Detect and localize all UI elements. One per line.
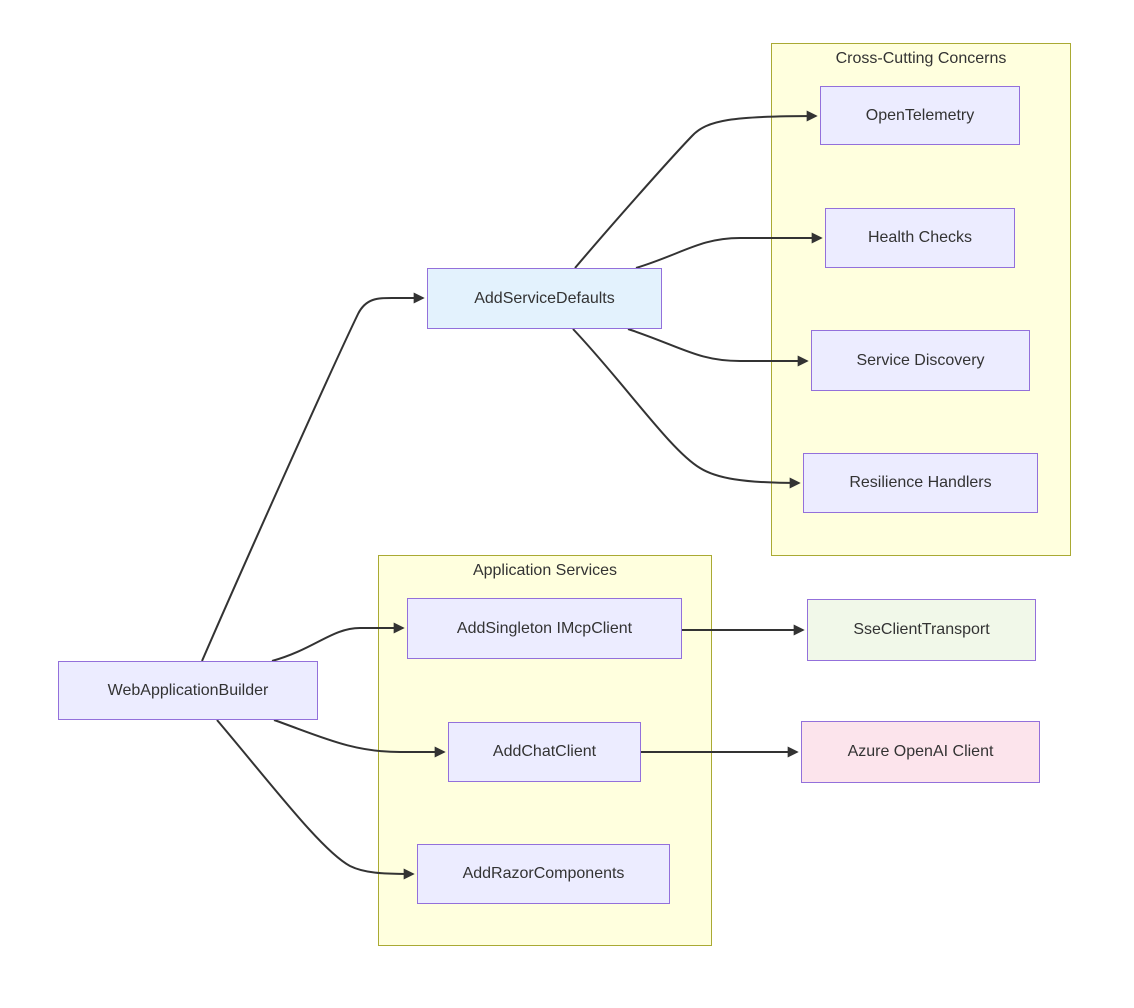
cluster-cross-cutting-concerns-label: Cross-Cutting Concerns [835, 50, 1007, 67]
edge-webapplicationbuilder-to-addservicedefaults [201, 292, 425, 662]
edge-webapplicationbuilder-to-addsingleton-imcpclient [271, 622, 405, 662]
edge-webapplicationbuilder-to-addrazorcomponents [216, 719, 415, 880]
node-opentelemetry-label: OpenTelemetry [865, 106, 975, 124]
node-addsingleton-imcpclient-label: AddSingleton IMcpClient [456, 619, 633, 637]
cluster-application-services-label: Application Services [472, 562, 618, 579]
node-webapplicationbuilder: WebApplicationBuilder [58, 661, 318, 720]
edge-webapplicationbuilder-to-addchatclient [273, 719, 446, 758]
node-azure-openai-client-label: Azure OpenAI Client [847, 743, 994, 760]
node-addservicedefaults: AddServiceDefaults [427, 268, 662, 329]
node-sseclienttransport-label: SseClientTransport [853, 621, 990, 638]
node-healthchecks: Health Checks [825, 208, 1015, 268]
node-addchatclient-label: AddChatClient [492, 743, 597, 760]
edge-addservicedefaults-to-healthchecks [635, 232, 823, 269]
node-healthchecks-label: Health Checks [867, 229, 973, 246]
node-resiliencehandlers: Resilience Handlers [803, 453, 1038, 513]
node-azure-openai-client: Azure OpenAI Client [801, 721, 1040, 783]
edge-addservicedefaults-to-resiliencehandlers [572, 328, 801, 489]
node-opentelemetry: OpenTelemetry [820, 86, 1020, 145]
node-servicediscovery: Service Discovery [811, 330, 1030, 391]
node-sseclienttransport: SseClientTransport [807, 599, 1036, 661]
node-resiliencehandlers-label: Resilience Handlers [849, 474, 992, 491]
node-addrazorcomponents-label: AddRazorComponents [462, 865, 625, 882]
edge-addservicedefaults-to-opentelemetry [574, 110, 818, 269]
node-servicediscovery-label: Service Discovery [856, 351, 985, 369]
edge-addservicedefaults-to-servicediscovery [627, 328, 809, 367]
node-addchatclient: AddChatClient [448, 722, 641, 782]
node-addsingleton-imcpclient: AddSingleton IMcpClient [407, 598, 682, 659]
node-webapplicationbuilder-label: WebApplicationBuilder [107, 681, 269, 699]
node-addservicedefaults-label: AddServiceDefaults [474, 289, 615, 307]
node-addrazorcomponents: AddRazorComponents [417, 844, 670, 904]
